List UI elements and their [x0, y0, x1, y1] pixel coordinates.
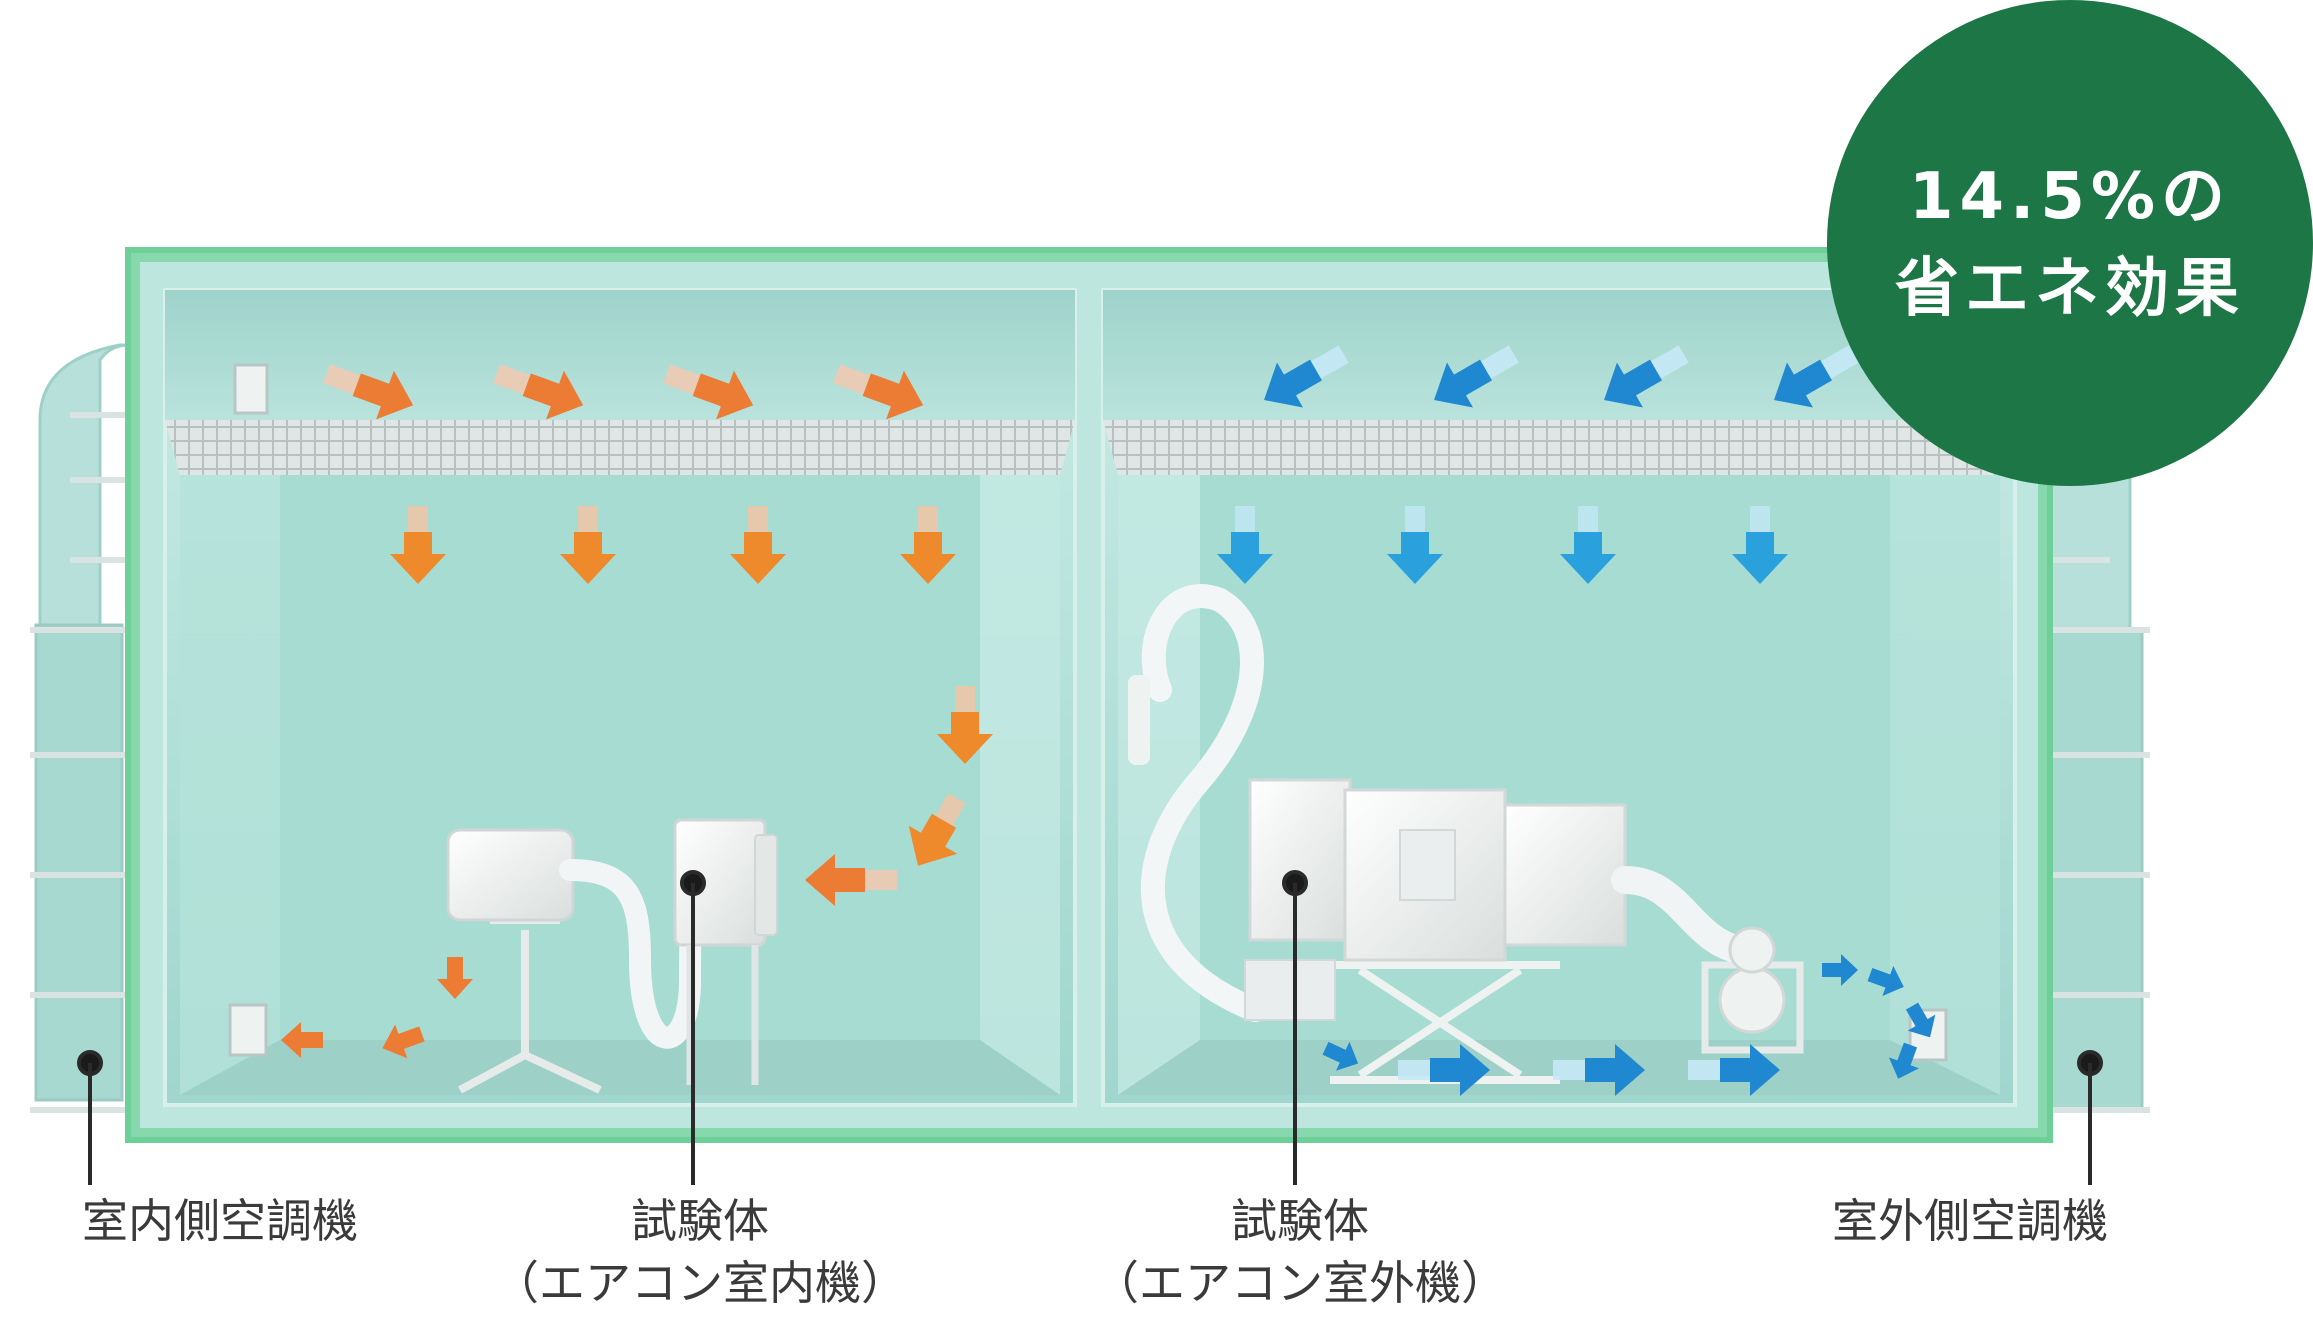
- test-indoor-subtitle: （エアコン室内機）: [493, 1256, 907, 1310]
- leader-lines: [77, 870, 2103, 1185]
- test-indoor-unit-label: 試験体 （エアコン室内機）: [440, 1190, 960, 1314]
- energy-saving-badge: 14.5%の 省エネ効果: [1827, 0, 2313, 486]
- outdoor-side-ac-label: 室外側空調機: [1780, 1190, 2160, 1252]
- indoor-side-air-handler: [30, 343, 131, 1113]
- vent-grille: [228, 1003, 268, 1057]
- badge-percentage: 14.5%の: [1908, 160, 2232, 234]
- duct-hose: [1140, 584, 1267, 1022]
- test-outdoor-title: 試験体: [1231, 1194, 1369, 1248]
- indoor-room: [163, 288, 1077, 1107]
- duct-hose: [1611, 866, 1754, 964]
- outdoor-side-ac-text: 室外側空調機: [1832, 1194, 2108, 1248]
- outdoor-side-air-handler: [2048, 468, 2150, 1113]
- outdoor-unit: [1128, 584, 1804, 1084]
- indoor-side-ac-text: 室内側空調機: [82, 1194, 358, 1248]
- indoor-side-ac-label: 室内側空調機: [30, 1190, 410, 1252]
- vent-grille: [233, 363, 269, 415]
- test-outdoor-subtitle: （エアコン室外機）: [1093, 1256, 1507, 1310]
- indoor-unit: [446, 818, 778, 1094]
- test-indoor-title: 試験体: [631, 1194, 769, 1248]
- test-outdoor-unit-label: 試験体 （エアコン室外機）: [1030, 1190, 1570, 1314]
- badge-caption: 省エネ効果: [1895, 252, 2245, 326]
